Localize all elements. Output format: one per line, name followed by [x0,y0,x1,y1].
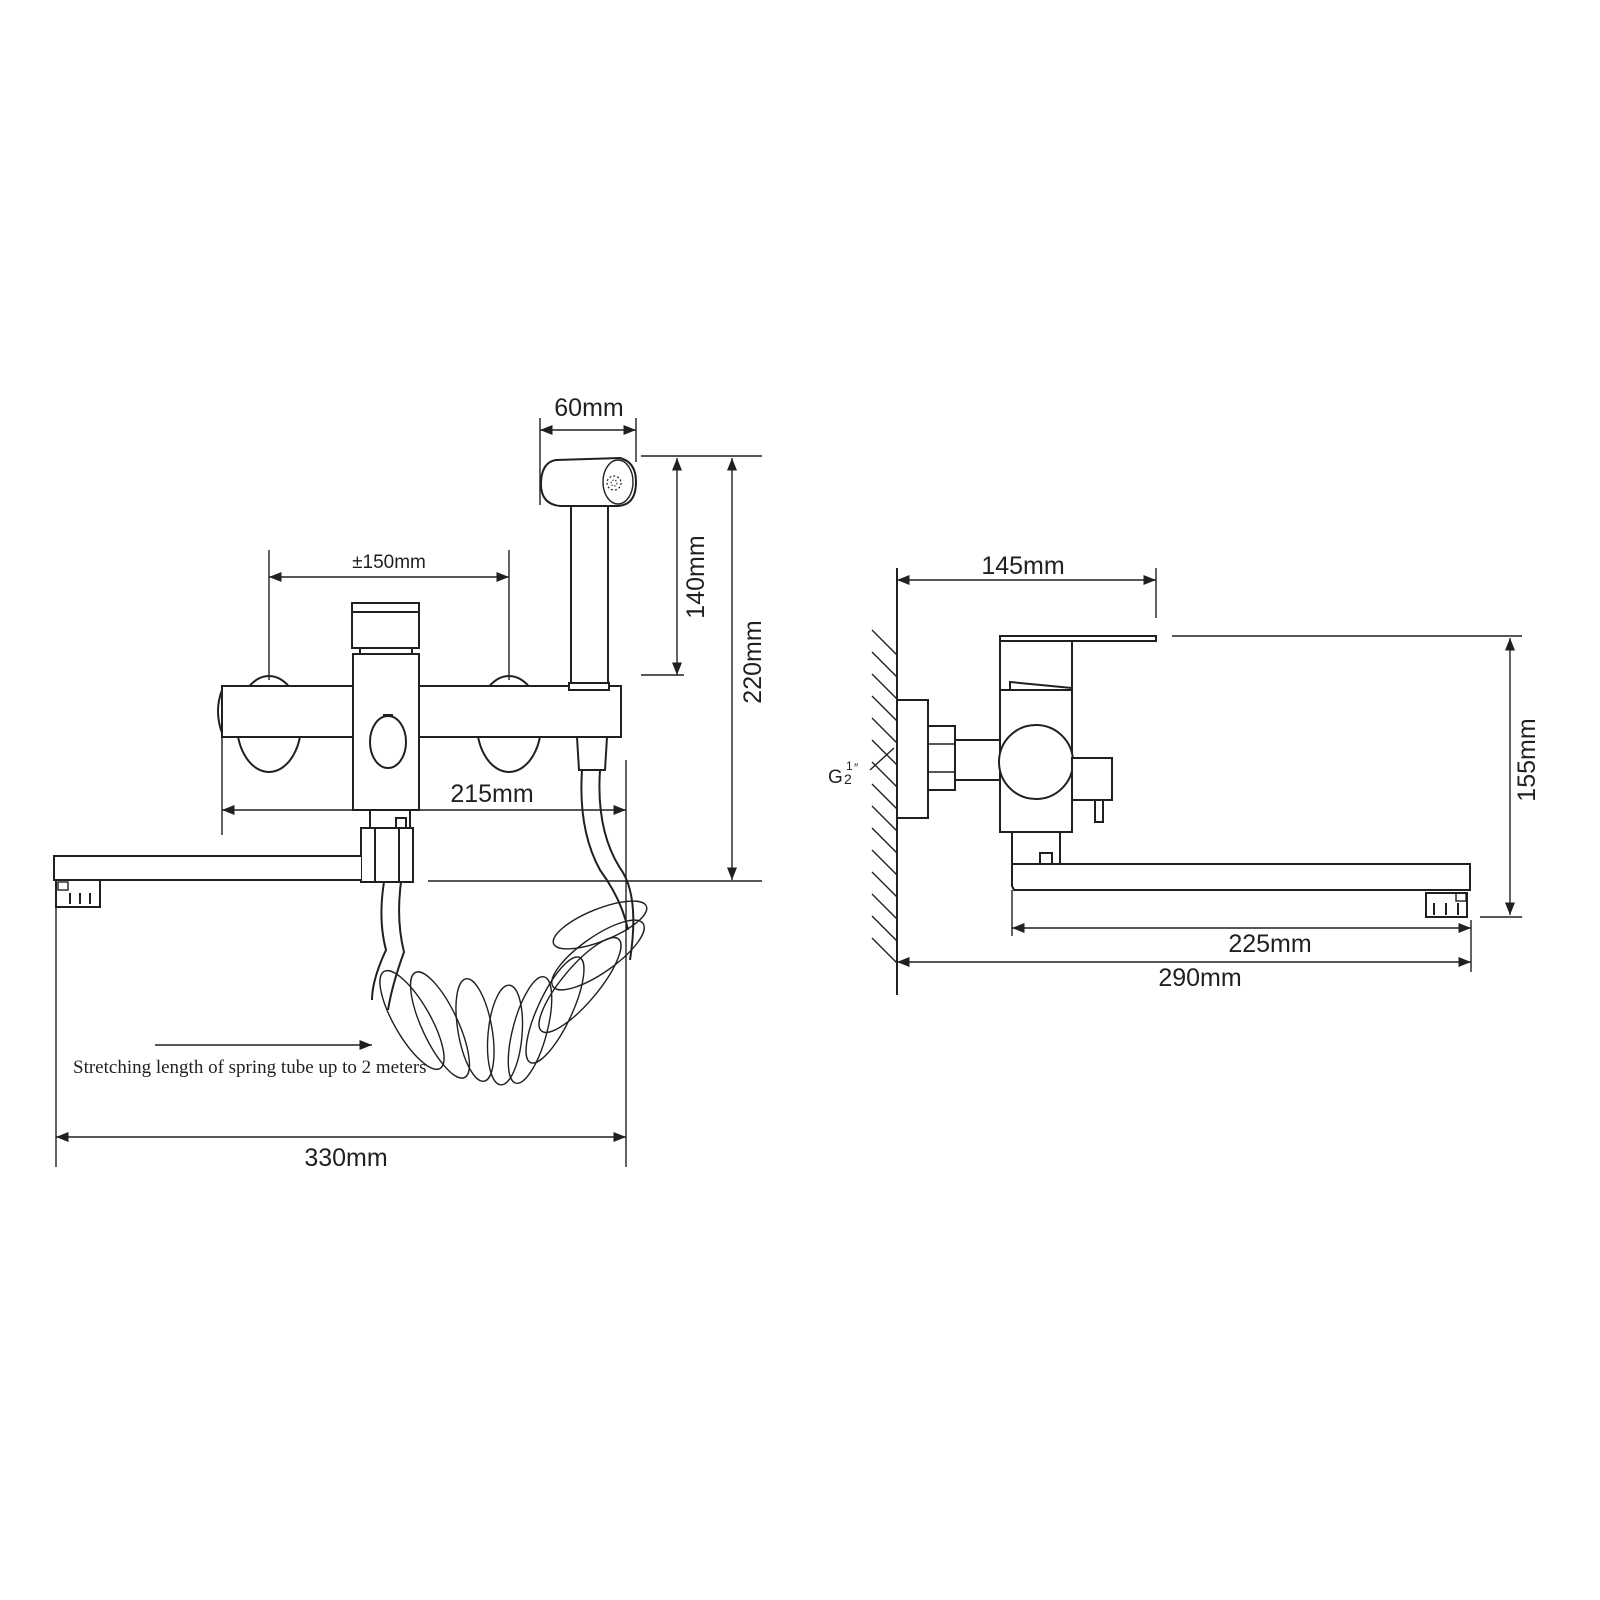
spout-nut [360,827,414,883]
dimension-225mm: 225mm [1011,890,1472,972]
dim-spray-height-label: 140mm [682,535,710,618]
dim-total-height-label: 220mm [739,620,767,703]
spring-hose [371,769,648,1086]
wall-hatch [871,568,898,995]
mixer-bar [221,685,622,738]
front-view: 60mm 140mm 220mm ±150mm 215mm [53,394,767,1172]
dim-body-width-label: 215mm [450,780,533,808]
spout [53,855,361,881]
thread-label: G 1 2 ″ [828,747,895,788]
dimension-330mm: 330mm [55,895,626,1172]
dimension-220mm: 220mm [428,458,767,882]
inlet-nut [927,725,956,791]
side-diverter-circle [998,724,1074,800]
spring-tube-caption: Stretching length of spring tube up to 2… [73,1057,427,1078]
thread-inch-mark: ″ [854,761,859,775]
dim-total-width-label: 330mm [304,1144,387,1172]
side-view: G 1 2 ″ 145mm 155mm 225mm 290mm [828,552,1541,995]
thread-denominator: 2 [844,771,852,787]
dim-spout-length-label: 225mm [1228,930,1311,958]
dim-total-projection-label: 290mm [1158,964,1241,992]
dim-spray-width-label: 60mm [554,394,623,422]
thread-numerator: 1 [846,759,853,773]
dim-height-label: 155mm [1513,718,1541,801]
diverter-knob [369,715,407,769]
dimension-150mm: ±150mm [268,550,510,680]
wall-flange [896,699,929,819]
thread-g: G [828,767,843,788]
dimension-60mm: 60mm [539,394,637,505]
dimension-155mm: 155mm [1172,635,1541,918]
dimension-145mm: 145mm [897,552,1157,618]
dim-depth-handle-label: 145mm [981,552,1064,580]
dimension-215mm: 215mm [221,737,627,1167]
side-spout [1011,863,1471,891]
dimension-290mm: 290mm [897,956,1471,992]
lever-handle [351,602,420,649]
dim-inlet-spacing-label: ±150mm [352,552,426,573]
hand-spray [539,456,638,691]
aerator [55,879,101,908]
dimension-140mm: 140mm [641,455,762,676]
